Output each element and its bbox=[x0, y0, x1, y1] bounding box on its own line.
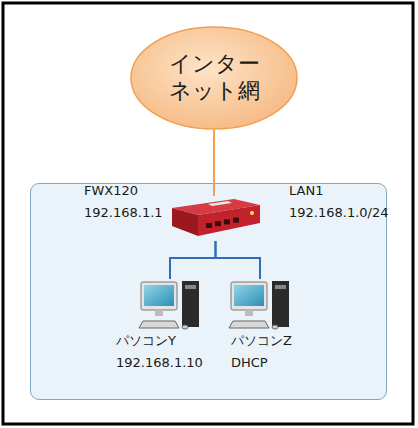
cloud-shape bbox=[131, 27, 297, 129]
pc-mouse bbox=[272, 325, 278, 329]
node-label: FWX120 192.168.1.1 bbox=[84, 180, 164, 224]
node-label: インター ネット網 bbox=[164, 50, 264, 104]
keyboard bbox=[139, 321, 179, 328]
pc-drive bbox=[275, 285, 286, 289]
router-logo bbox=[208, 201, 232, 206]
network-link bbox=[170, 241, 216, 279]
node-label: パソコンY 192.168.1.10 bbox=[116, 330, 208, 374]
router-front bbox=[198, 205, 260, 236]
monitor-frame bbox=[231, 282, 267, 310]
frame-border bbox=[3, 3, 413, 424]
router-side bbox=[172, 208, 198, 236]
pc-tower bbox=[182, 281, 199, 327]
router-port bbox=[233, 218, 239, 223]
pc-tower bbox=[272, 281, 289, 327]
monitor-frame bbox=[141, 282, 177, 310]
pc-drive bbox=[185, 285, 196, 289]
router-port bbox=[215, 221, 221, 226]
router-led bbox=[250, 211, 254, 215]
pc-terminal-art bbox=[229, 279, 291, 331]
network-link bbox=[216, 241, 261, 279]
monitor-screen bbox=[144, 285, 174, 306]
keyboard bbox=[229, 321, 269, 328]
pc-terminal: パソコンZ DHCP bbox=[229, 279, 291, 331]
router-port bbox=[224, 219, 230, 224]
cloud-ellipse: インター ネット網 bbox=[130, 26, 298, 130]
router-port bbox=[206, 223, 212, 228]
pc-terminal: パソコンY 192.168.1.10 bbox=[139, 279, 201, 331]
pc-terminal-art bbox=[139, 279, 201, 331]
lan-area: LAN1 192.168.1.0/24FWX120 192.168.1.1パソコ… bbox=[30, 183, 387, 400]
node-label: パソコンZ DHCP bbox=[231, 330, 323, 374]
router-device-art bbox=[168, 196, 263, 241]
monitor-screen bbox=[234, 285, 264, 306]
monitor-stand bbox=[155, 310, 163, 316]
router-device: FWX120 192.168.1.1 bbox=[168, 196, 263, 241]
monitor-stand bbox=[245, 310, 253, 316]
pc-mouse bbox=[182, 325, 188, 329]
node-label: LAN1 192.168.1.0/24 bbox=[289, 180, 399, 224]
network-link bbox=[213, 130, 215, 196]
